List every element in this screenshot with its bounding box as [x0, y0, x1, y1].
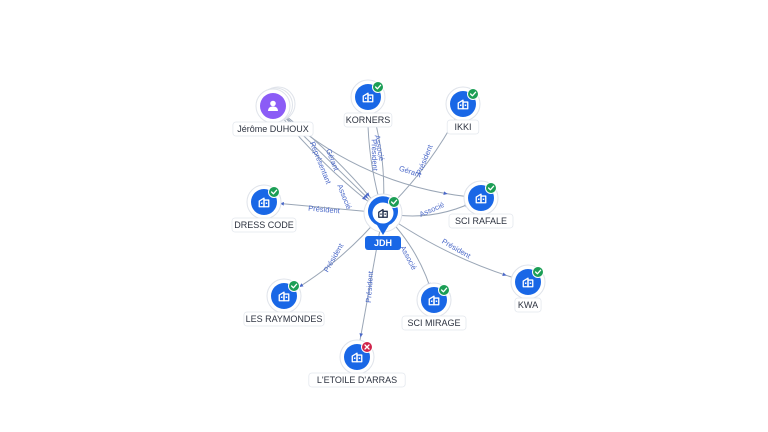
node-lesraymondes-label: LES RAYMONDES	[246, 314, 323, 324]
building-icon	[475, 193, 487, 204]
node-korners[interactable]: KORNERS	[343, 79, 393, 128]
status-active-icon	[388, 196, 400, 208]
node-jerome-label: Jérôme DUHOUX	[237, 124, 309, 134]
node-lesraymondes-label-bg	[243, 311, 325, 327]
node-korners-label-bg	[343, 112, 393, 128]
edge-arrow	[502, 272, 507, 276]
node-dresscode-label: DRESS CODE	[234, 220, 294, 230]
status-active-icon	[467, 88, 479, 100]
edge-arrow	[365, 192, 370, 197]
node-scirafale-label: SCI RAFALE	[455, 216, 507, 226]
building-icon	[457, 99, 469, 110]
building-icon	[428, 295, 440, 306]
node-letoile-label: L'ETOILE D'ARRAS	[317, 375, 397, 385]
status-active-icon	[268, 186, 280, 198]
node-scimirage[interactable]: SCI MIRAGE	[401, 282, 467, 331]
center-label-bg	[365, 236, 401, 250]
edge-label-e12: Associé	[398, 244, 418, 271]
node-scimirage-label: SCI MIRAGE	[407, 318, 460, 328]
status-active-icon	[288, 280, 300, 292]
node-dresscode[interactable]: DRESS CODE	[231, 184, 297, 233]
node-ikki[interactable]: IKKI	[445, 86, 481, 135]
building-icon	[378, 208, 388, 218]
edge-label-e11: Président	[322, 241, 346, 274]
edge-arrow	[443, 191, 448, 195]
node-kwa-label: KWA	[518, 300, 538, 310]
building-icon	[362, 92, 374, 103]
status-active-icon	[372, 81, 384, 93]
building-icon	[522, 277, 534, 288]
node-jerome[interactable]: Jérôme DUHOUX	[232, 86, 314, 137]
building-icon	[278, 291, 290, 302]
edge-arrow	[363, 194, 368, 199]
status-active-icon	[485, 182, 497, 194]
center-label: JDH	[374, 238, 392, 248]
status-closed-icon	[361, 341, 373, 353]
node-kwa[interactable]: KWA	[510, 264, 546, 313]
person-icon	[268, 100, 278, 111]
node-ikki-label: IKKI	[454, 122, 471, 132]
node-scirafale[interactable]: SCI RAFALE	[448, 180, 514, 229]
edge-label-e8: Associé	[418, 200, 446, 219]
node-letoile[interactable]: L'ETOILE D'ARRAS	[308, 339, 406, 388]
status-active-icon	[438, 284, 450, 296]
edge-arrow	[362, 196, 367, 201]
edge-arrow	[299, 283, 304, 287]
node-letoile-label-bg	[308, 372, 406, 388]
edge-label-e13: Président	[364, 270, 375, 303]
node-dresscode-label-bg	[231, 217, 297, 233]
nodes-layer: Jérôme DUHOUX KORNERS IKKI SCI RAFALE DRESS …	[231, 79, 546, 388]
node-kwa-label-bg	[514, 297, 542, 313]
edge-label-e9: Président	[308, 204, 341, 216]
node-korners-label: KORNERS	[346, 115, 391, 125]
node-lesraymondes[interactable]: LES RAYMONDES	[243, 278, 325, 327]
edge-label-e5: Président	[369, 139, 379, 172]
node-center-jdh[interactable]: JDH	[363, 193, 403, 250]
edge-label-e7: Président	[414, 143, 435, 177]
edge-arrow	[279, 202, 285, 206]
node-jerome-label-bg	[232, 121, 314, 137]
node-scirafale-label-bg	[448, 213, 514, 229]
building-icon	[258, 197, 270, 208]
node-ikki-label-bg	[446, 119, 480, 135]
edge-label-e6: Associé	[373, 134, 386, 161]
edge-label-e10: Président	[440, 237, 473, 261]
building-icon	[351, 352, 363, 363]
node-scimirage-label-bg	[401, 315, 467, 331]
status-active-icon	[532, 266, 544, 278]
edge-arrow	[359, 333, 364, 338]
